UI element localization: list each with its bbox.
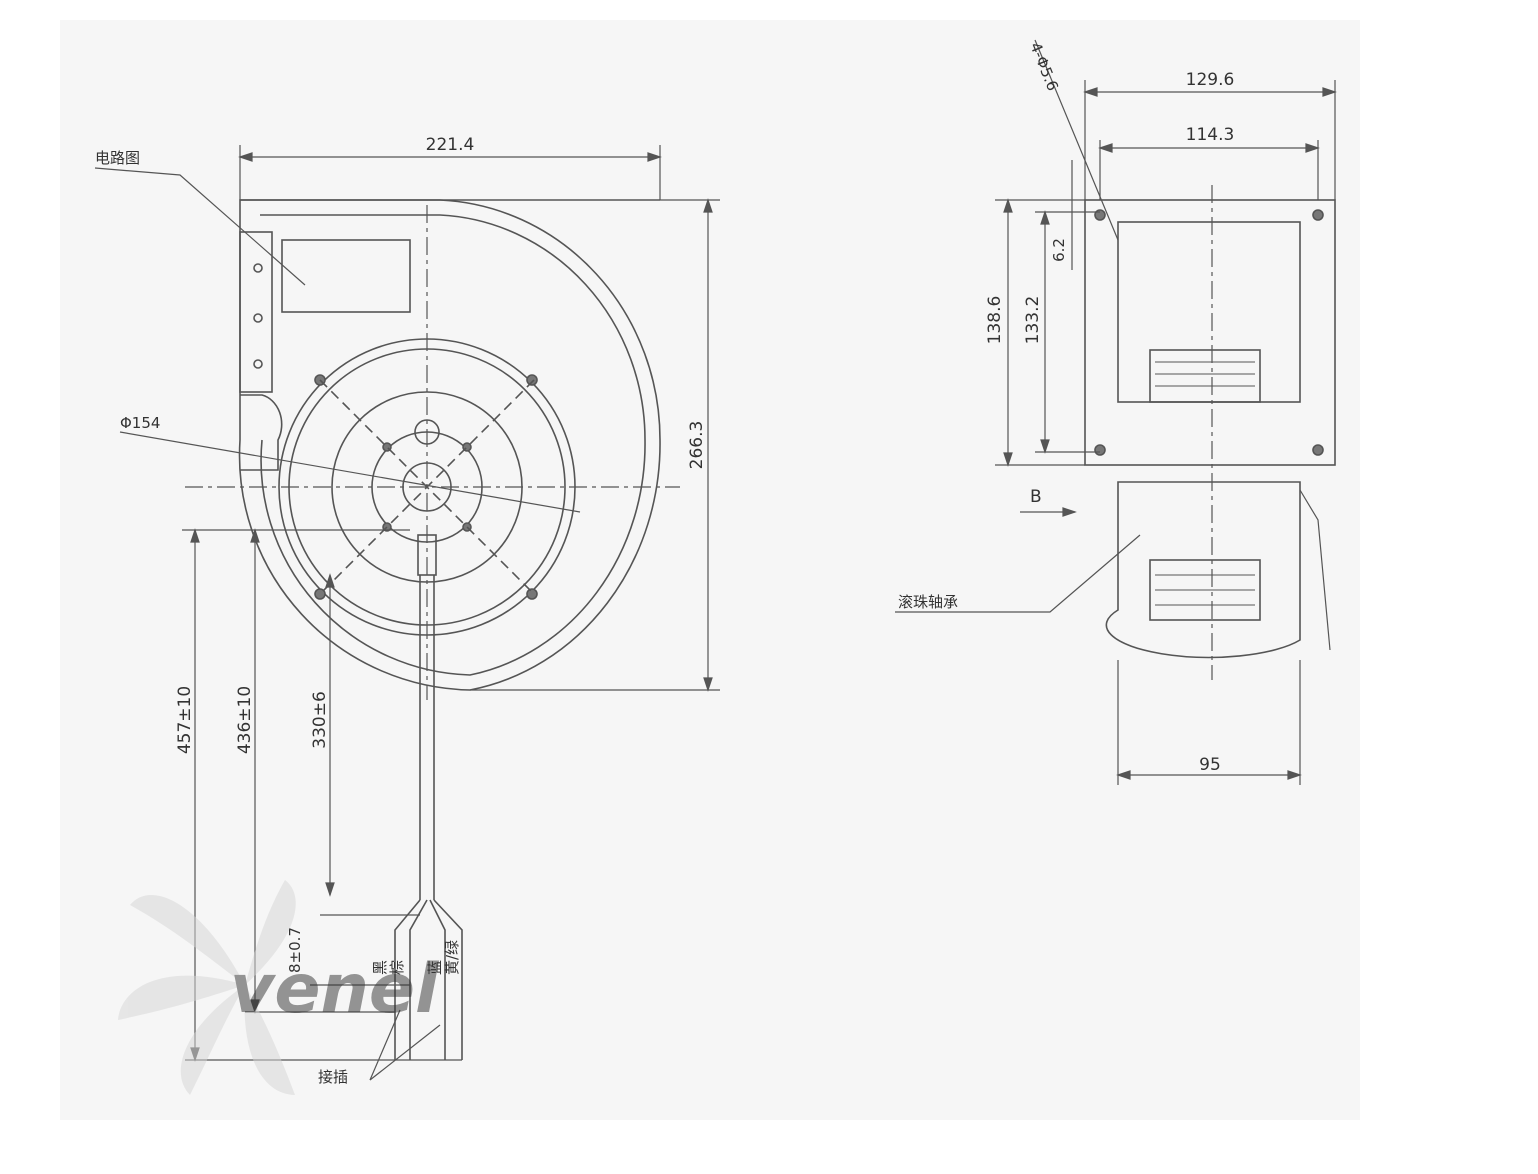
strip-length: 8±0.7	[286, 927, 304, 973]
fan-blade-icon	[118, 880, 296, 1095]
terminal-label: 接插	[318, 1068, 348, 1086]
arrow-b-label: B	[1030, 487, 1042, 507]
mounting-plate	[239, 231, 273, 393]
height-outer-text: 138.6	[985, 296, 1005, 345]
outer-bolts	[314, 374, 538, 600]
side-dim-top	[1083, 80, 1337, 200]
side-view	[895, 39, 1337, 785]
terminal-leader	[369, 1009, 441, 1081]
plate-screws	[253, 263, 263, 369]
lead-length-3: 330±6	[310, 691, 330, 749]
side-cable	[1299, 489, 1331, 651]
center-lines	[185, 205, 680, 700]
lower-cutout	[240, 394, 283, 471]
bearing-label: 滚珠轴承	[898, 593, 958, 611]
inner-width-text: 114.3	[1186, 125, 1235, 145]
side-housing	[1084, 199, 1336, 466]
capacitor-box	[281, 239, 411, 313]
cable-gland	[417, 534, 437, 576]
wire-color-4: 黄/绿	[443, 940, 461, 975]
diameter-label: Φ154	[120, 414, 160, 432]
lead-length-2: 436±10	[235, 686, 255, 754]
width-dim-text: 221.4	[426, 135, 475, 155]
dim-height	[470, 198, 720, 692]
side-motor	[1105, 481, 1301, 659]
capacitor-leader	[94, 167, 306, 286]
height-dim-text: 266.3	[687, 421, 707, 470]
diameter-leader	[119, 431, 581, 513]
wire-color-2: 棕	[388, 960, 406, 975]
wire-fan	[394, 899, 463, 1060]
watermark-brand: venel	[230, 950, 440, 1029]
offset-text: 6.2	[1050, 238, 1068, 262]
watermark-logo: venel	[118, 880, 440, 1095]
side-blade-window	[1149, 349, 1261, 403]
housing-outline	[238, 199, 661, 691]
lead-dimensions	[182, 528, 462, 1062]
side-blades	[1155, 361, 1255, 387]
overall-width-text: 129.6	[1186, 70, 1235, 90]
depth-text: 95	[1199, 755, 1221, 775]
side-dim-bottom	[1116, 660, 1302, 785]
side-motor-lines	[1155, 574, 1255, 606]
side-dim-left	[995, 160, 1100, 467]
capacitor-label: 电路图	[95, 149, 140, 167]
front-view	[94, 145, 720, 1081]
hole-leader	[1034, 39, 1119, 241]
bearing-leader	[895, 534, 1141, 613]
wire-color-1: 黑	[371, 960, 389, 975]
wire-color-3: 蓝	[426, 960, 444, 975]
lead-length-1: 457±10	[175, 686, 195, 754]
dim-width	[238, 145, 662, 200]
housing-inner-scroll	[260, 214, 646, 676]
side-motor-blades	[1149, 559, 1261, 621]
arrow-b	[1020, 507, 1077, 517]
height-inner-text: 133.2	[1023, 296, 1043, 345]
